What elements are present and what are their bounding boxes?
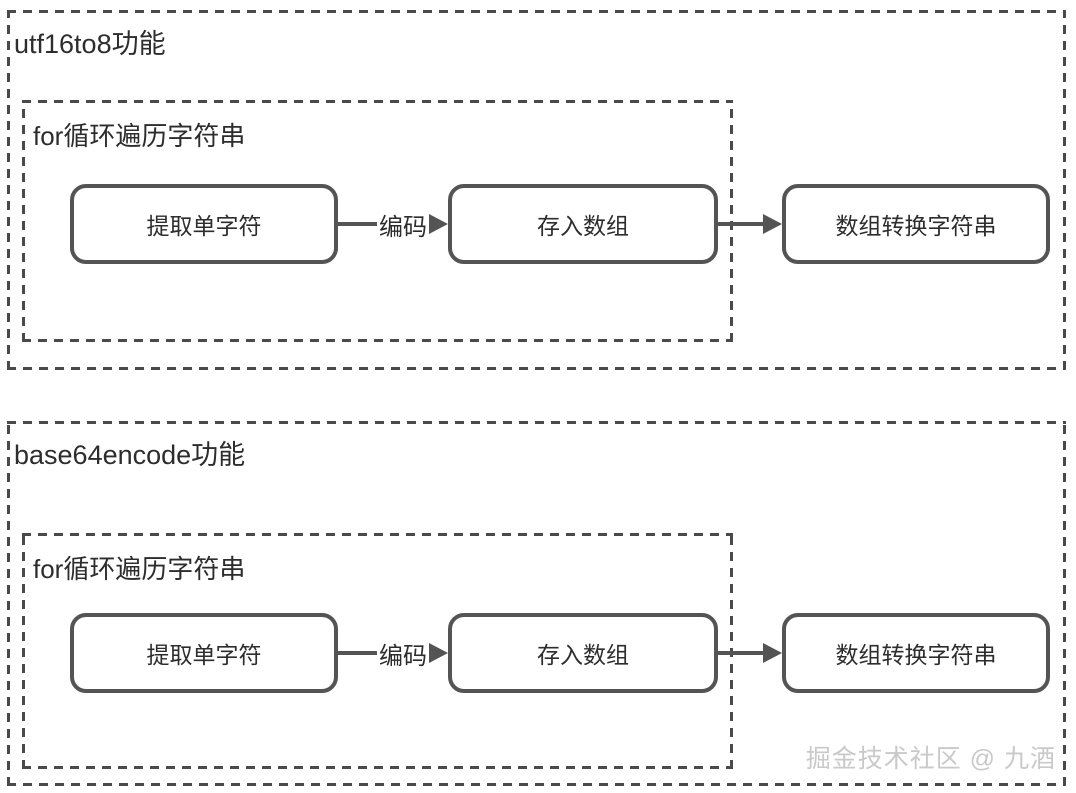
arrow-encode: 编码 (338, 613, 448, 693)
arrow-encode-label: 编码 (379, 213, 427, 241)
base64encode-group-title: base64encode功能 (14, 440, 246, 470)
base64encode-for-loop-title: for循环遍历字符串 (33, 554, 246, 584)
utf16to8-group-title: utf16to8功能 (14, 29, 166, 59)
utf16to8-for-loop-title: for循环遍历字符串 (33, 121, 246, 151)
arrow-line (718, 651, 763, 655)
arrowhead-icon (429, 214, 448, 234)
arrowhead-icon (763, 643, 782, 663)
arrowhead-icon (429, 643, 448, 663)
node-array-to-string: 数组转换字符串 (782, 613, 1050, 693)
arrow-line (338, 222, 377, 226)
utf16to8-group-box: utf16to8功能 for循环遍历字符串 提取单字符 编码 存入数组 数组转换… (7, 10, 1066, 370)
arrow-to-join (718, 184, 782, 264)
arrow-line (338, 651, 377, 655)
arrow-to-join (718, 613, 782, 693)
node-extract-char: 提取单字符 (70, 613, 338, 693)
watermark-text: 掘金技术社区 @ 九酒 (805, 745, 1056, 773)
arrow-encode-label: 编码 (379, 642, 427, 670)
node-store-array: 存入数组 (448, 184, 718, 264)
node-extract-char: 提取单字符 (70, 184, 338, 264)
arrow-line (718, 222, 763, 226)
node-array-to-string: 数组转换字符串 (782, 184, 1050, 264)
arrowhead-icon (763, 214, 782, 234)
arrow-encode: 编码 (338, 184, 448, 264)
base64encode-group-box: base64encode功能 for循环遍历字符串 提取单字符 编码 存入数组 … (7, 421, 1066, 786)
node-store-array: 存入数组 (448, 613, 718, 693)
